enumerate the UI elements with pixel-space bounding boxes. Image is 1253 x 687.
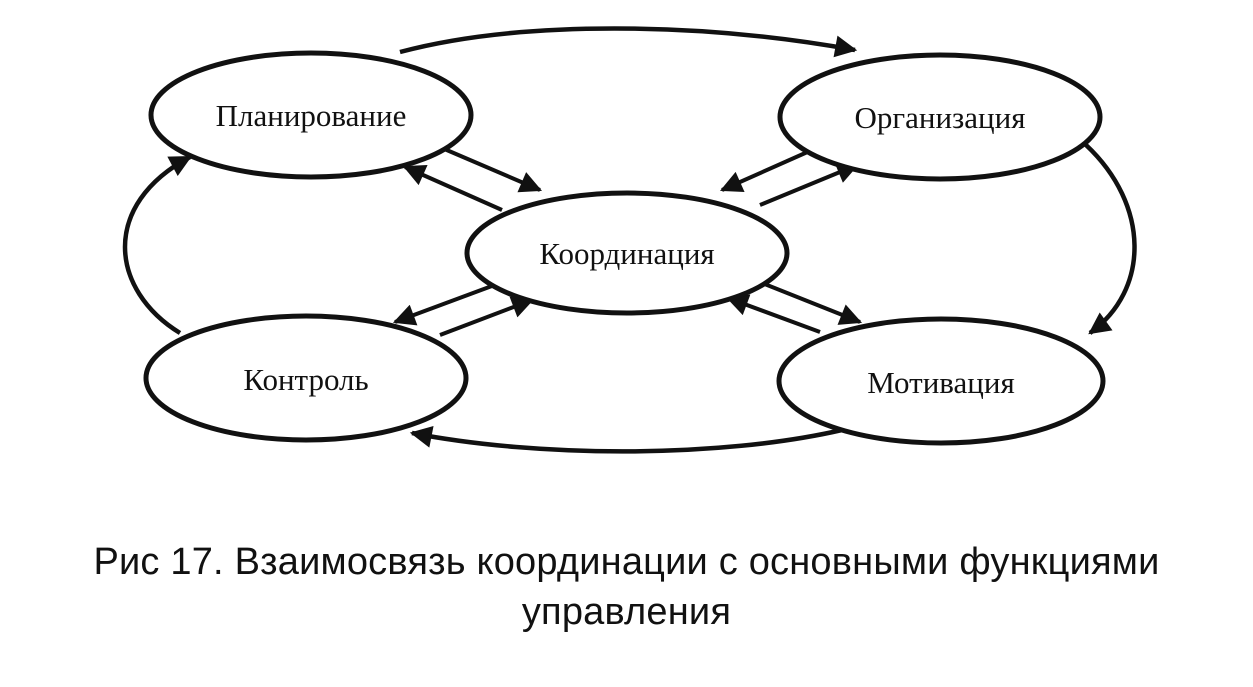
node-planning: Планирование [148,50,474,180]
arrow-planning-to-coordination [441,146,543,193]
arrow-planning-to-organization [399,26,858,58]
node-coordination-label: Координация [539,236,714,271]
arrow-organization-to-coordination [719,148,813,193]
arrow-coordination-to-motivation [761,281,863,325]
arrow-coordination-to-planning [402,164,503,212]
node-organization-label: Организация [855,100,1026,135]
node-motivation: Мотивация [776,316,1106,446]
node-coordination: Координация [464,190,790,316]
node-control-label: Контроль [243,362,368,397]
arrow-coordination-to-control [392,281,501,326]
node-motivation-label: Мотивация [867,365,1014,400]
arrow-organization-to-motivation [1084,143,1137,335]
arrow-motivation-to-coordination [725,294,821,334]
node-control: Контроль [143,313,469,443]
arrow-control-to-planning [122,155,192,335]
arrow-coordination-to-organization [759,162,860,207]
arrow-control-to-coordination [439,296,535,337]
node-organization: Организация [777,52,1103,182]
arrow-motivation-to-control [409,425,843,454]
node-planning-label: Планирование [216,98,407,133]
figure-caption-line1: Рис 17. Взаимосвязь координации с основн… [93,541,1160,583]
figure-caption-line2: управления [521,591,732,633]
